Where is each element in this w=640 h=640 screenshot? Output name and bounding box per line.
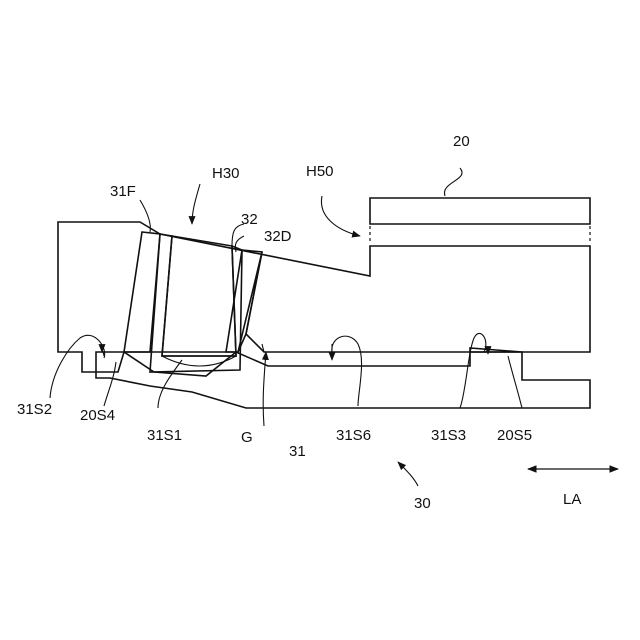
wall-right bbox=[226, 250, 262, 352]
member-20-body bbox=[58, 222, 590, 372]
label-31S6: 31S6 bbox=[336, 427, 371, 444]
label-30: 30 bbox=[414, 495, 431, 512]
label-31: 31 bbox=[289, 443, 306, 460]
member-20-upper-strip bbox=[370, 198, 590, 224]
gap-G bbox=[262, 344, 470, 366]
label-H50: H50 bbox=[306, 163, 334, 180]
leader-lines bbox=[50, 168, 522, 408]
label-31S1: 31S1 bbox=[147, 427, 182, 444]
label-32D: 32D bbox=[264, 228, 292, 245]
label-31S3: 31S3 bbox=[431, 427, 466, 444]
label-31F: 31F bbox=[110, 183, 136, 200]
label-20: 20 bbox=[453, 133, 470, 150]
label-31S2: 31S2 bbox=[17, 401, 52, 418]
reference-labels: 20 H30 H50 31F 32 32D 31S2 20S4 31S1 G 3… bbox=[17, 133, 581, 512]
label-20S5: 20S5 bbox=[497, 427, 532, 444]
label-G: G bbox=[241, 429, 253, 446]
cavity-H30 bbox=[162, 236, 236, 356]
cavity-bottom bbox=[162, 356, 236, 366]
label-20S4: 20S4 bbox=[80, 407, 115, 424]
label-H30: H30 bbox=[212, 165, 240, 182]
wall-31F bbox=[124, 232, 160, 352]
label-32: 32 bbox=[241, 211, 258, 228]
label-LA: LA bbox=[563, 491, 581, 508]
